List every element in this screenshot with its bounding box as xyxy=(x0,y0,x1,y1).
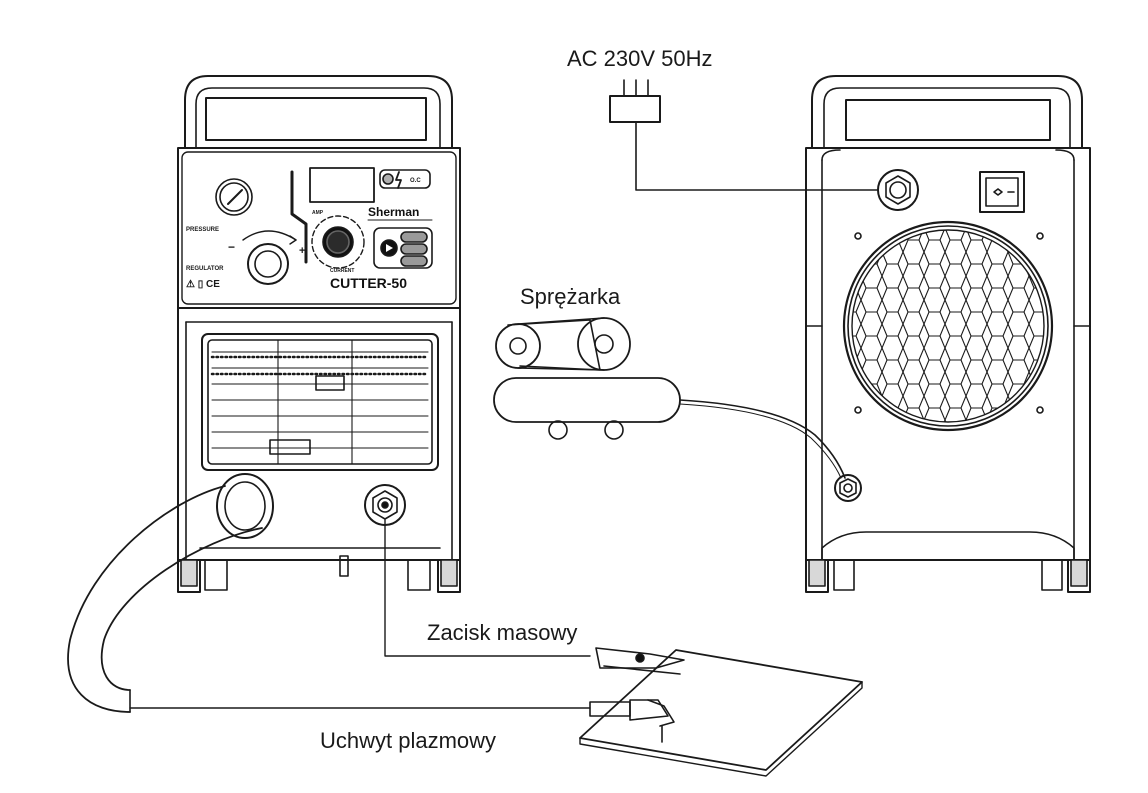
mode-selector[interactable] xyxy=(373,227,433,269)
torch-connector-icon xyxy=(216,473,274,539)
plus-label: + xyxy=(299,245,305,257)
ground-clamp-icon xyxy=(595,647,685,675)
oc-label: O.C xyxy=(410,178,421,184)
minus-label: − xyxy=(228,240,235,254)
front-vent-grille xyxy=(201,333,439,471)
air-hose xyxy=(679,399,846,479)
power-inlet-icon xyxy=(877,169,919,211)
amp-label: AMP xyxy=(312,210,324,216)
regulator-label: REGULATOR xyxy=(186,266,224,272)
amp-display xyxy=(309,167,375,203)
ground-clamp-label: Zacisk masowy xyxy=(427,620,577,645)
power-switch-icon[interactable] xyxy=(979,171,1025,213)
cooling-fan-icon xyxy=(842,220,1054,432)
current-knob-icon[interactable] xyxy=(311,215,365,269)
model-name: CUTTER-50 xyxy=(330,275,407,291)
brand-logo: Sherman xyxy=(368,205,419,219)
power-plug-icon xyxy=(609,79,661,123)
certification-marks: ⚠ ▯ CE xyxy=(186,279,220,290)
front-unit: PRESSURE REGULATOR − + ⚠ ▯ CE AMP CURREN… xyxy=(177,75,461,593)
pressure-gauge-icon xyxy=(215,178,253,216)
air-inlet-icon xyxy=(834,474,862,502)
plasma-torch-icon xyxy=(589,699,675,743)
compressor-icon xyxy=(493,317,681,440)
compressor-label: Sprężarka xyxy=(520,284,621,309)
ground-socket-icon xyxy=(364,484,406,526)
torch-hose xyxy=(67,485,226,713)
ground-cable xyxy=(384,519,591,657)
current-label: CURRENT xyxy=(330,268,354,274)
power-cable xyxy=(635,121,879,191)
pressure-label: PRESSURE xyxy=(186,227,219,233)
regulator-knob-icon[interactable] xyxy=(242,230,297,285)
plasma-torch-label: Uchwyt plazmowy xyxy=(320,728,496,753)
back-unit xyxy=(805,75,1091,593)
power-label: AC 230V 50Hz xyxy=(567,46,713,71)
workpiece-plate xyxy=(579,649,863,777)
